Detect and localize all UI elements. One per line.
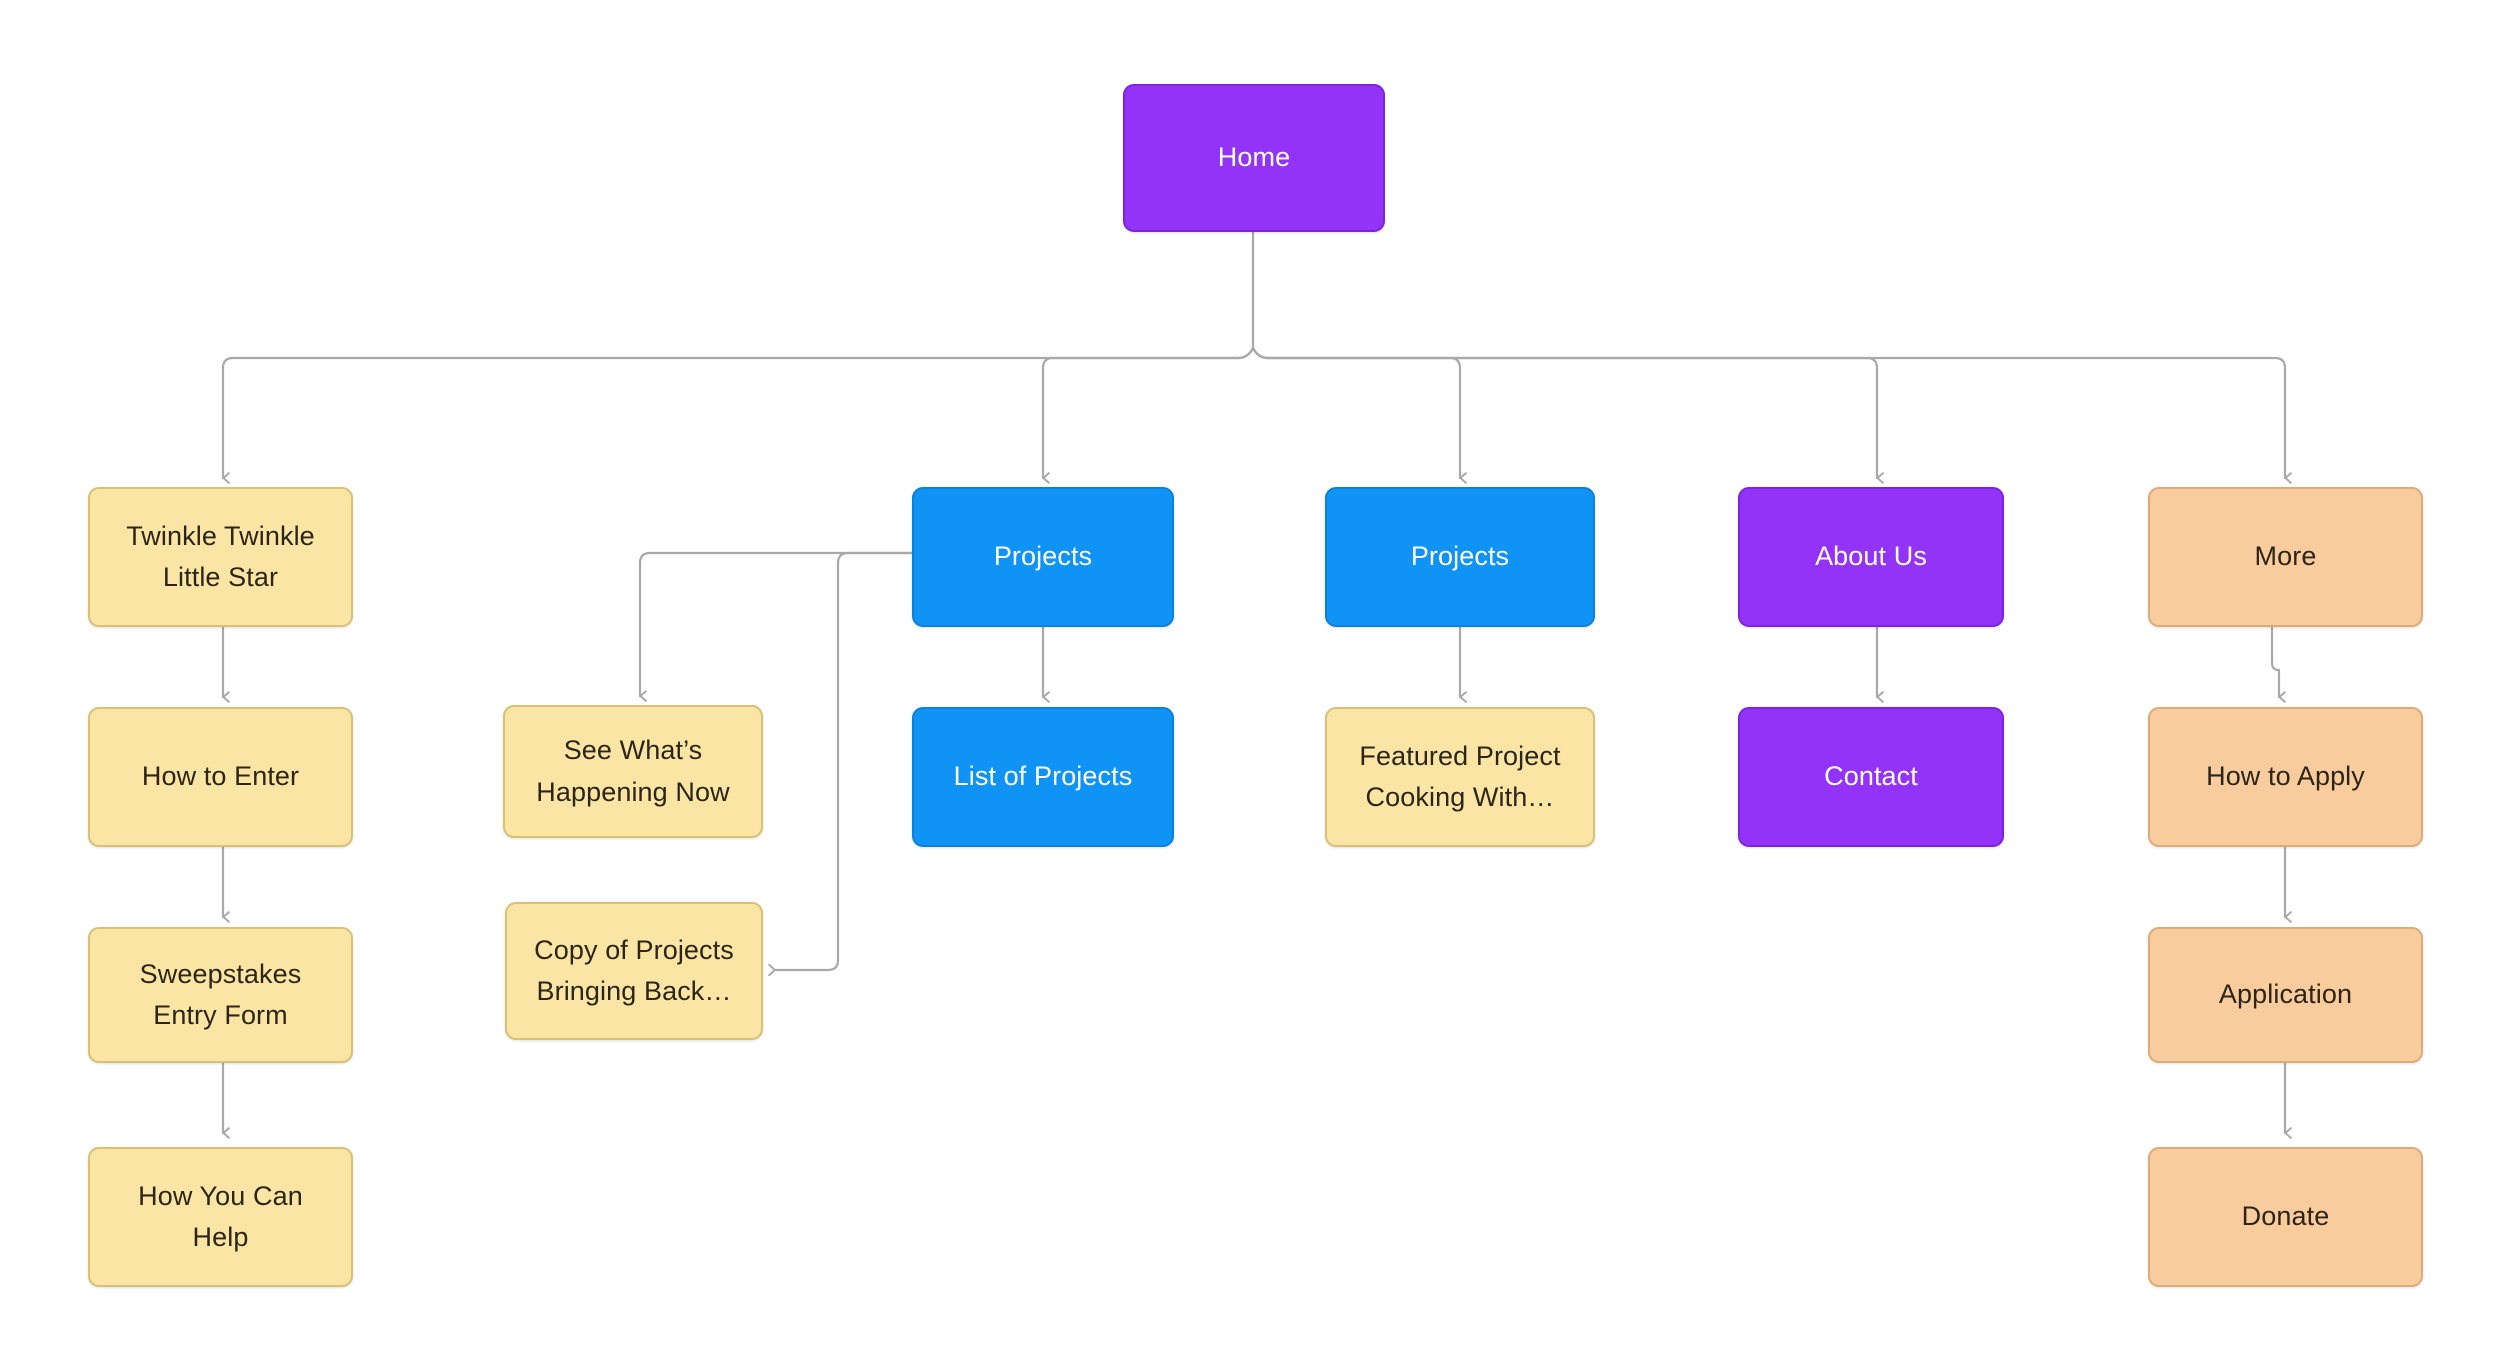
edge-home-to-projects-2 [1251, 346, 1467, 484]
node-home[interactable]: Home [1123, 84, 1385, 232]
node-how-to-apply[interactable]: How to Apply [2148, 707, 2423, 847]
node-more-label: More [2254, 541, 2317, 572]
node-projects-secondary[interactable]: Projects [1325, 487, 1595, 627]
edge-home-to-more [1251, 346, 2292, 484]
node-sweepstakes-entry-form[interactable]: Sweepstakes Entry Form [88, 927, 353, 1063]
node-application-label: Application [2218, 979, 2353, 1010]
node-about-us-label: About Us [1815, 541, 1927, 572]
edge-home-to-projects-1 [1041, 346, 1255, 484]
node-see-whats-happening-label: See What’s Happening Now [536, 735, 730, 807]
node-twinkle-twinkle-little-star[interactable]: Twinkle Twinkle Little Star [88, 487, 353, 627]
node-sweepstakes-label: Sweepstakes Entry Form [139, 958, 302, 1030]
node-how-to-enter[interactable]: How to Enter [88, 707, 353, 847]
edge-projects1-to-copy-of-projects [768, 551, 914, 977]
node-about-us[interactable]: About Us [1738, 487, 2004, 627]
edge-home-to-twinkle [221, 346, 1255, 484]
node-how-you-can-help[interactable]: How You Can Help [88, 1147, 353, 1287]
node-projects-1-label: Projects [993, 541, 1093, 572]
node-copy-of-projects-label: Copy of Projects Bringing Back… [534, 934, 734, 1006]
node-how-to-enter-label: How to Enter [141, 761, 300, 792]
node-copy-of-projects-bringing-back[interactable]: Copy of Projects Bringing Back… [505, 902, 763, 1040]
node-list-of-projects[interactable]: List of Projects [912, 707, 1174, 847]
node-donate[interactable]: Donate [2148, 1147, 2423, 1287]
node-featured-project-cooking-with[interactable]: Featured Project Cooking With… [1325, 707, 1595, 847]
node-see-whats-happening-now[interactable]: See What’s Happening Now [503, 705, 763, 838]
edge-projects1-to-see-whats-happening [638, 551, 914, 702]
node-twinkle-label: Twinkle Twinkle Little Star [126, 520, 315, 592]
node-how-to-apply-label: How to Apply [2206, 761, 2365, 792]
edge-home-to-about-us [1251, 346, 1884, 484]
edge-more-to-how-to-apply [2270, 625, 2286, 703]
node-featured-project-label: Featured Project Cooking With… [1359, 740, 1561, 812]
node-more[interactable]: More [2148, 487, 2423, 627]
node-projects-primary[interactable]: Projects [912, 487, 1174, 627]
node-donate-label: Donate [2241, 1201, 2330, 1232]
node-contact[interactable]: Contact [1738, 707, 2004, 847]
node-how-you-can-help-label: How You Can Help [138, 1180, 303, 1252]
node-contact-label: Contact [1824, 761, 1918, 792]
node-projects-2-label: Projects [1410, 541, 1510, 572]
node-list-of-projects-label: List of Projects [953, 761, 1133, 792]
node-home-label: Home [1217, 142, 1291, 173]
node-application[interactable]: Application [2148, 927, 2423, 1063]
